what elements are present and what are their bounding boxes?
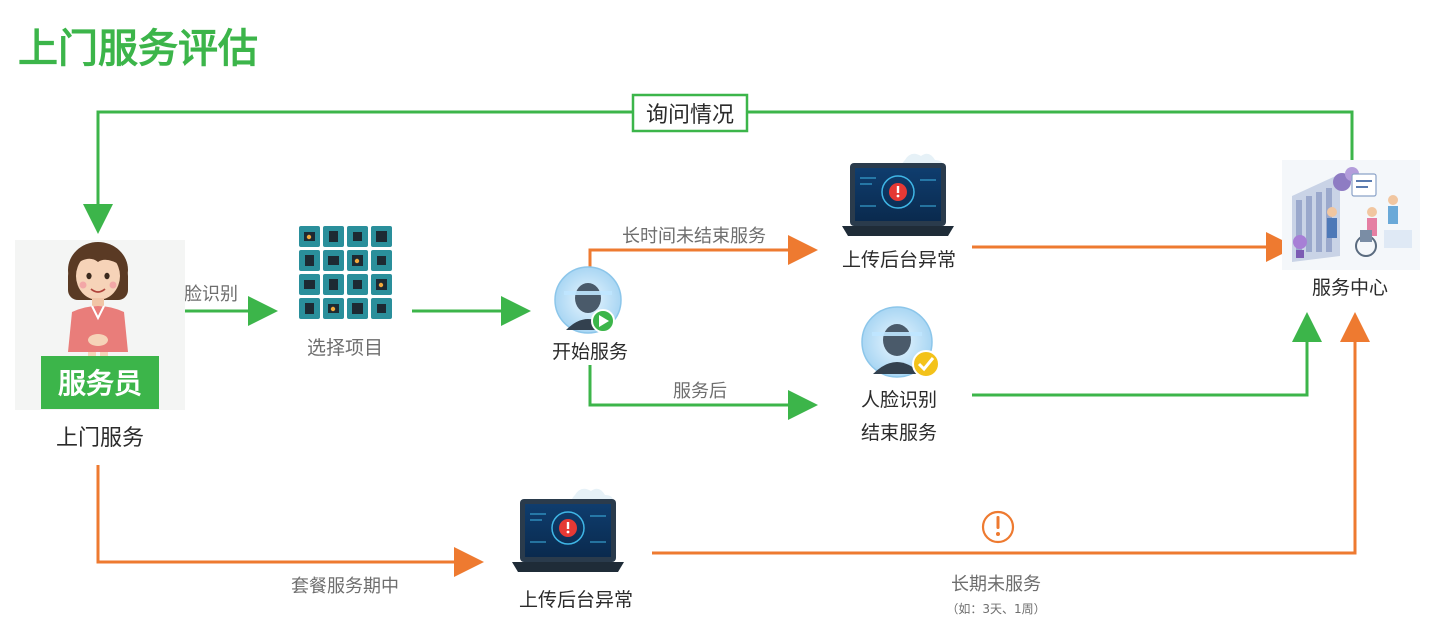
edge-long-time	[588, 235, 818, 270]
edge-after-service	[588, 365, 818, 420]
start-service-caption: 开始服务	[552, 341, 628, 363]
staff-caption: 上门服务	[56, 426, 144, 451]
laptop-alert-icon	[842, 153, 954, 236]
face-scan-play-icon	[554, 266, 622, 334]
node-upload-top: 上传后台异常	[842, 153, 956, 271]
node-service-center: 服务中心	[1282, 160, 1420, 299]
node-staff: 服务员 上门服务	[15, 240, 185, 451]
staff-badge	[41, 356, 159, 409]
service-center-illustration-icon	[1282, 160, 1420, 270]
edge-face-end-to-center	[972, 312, 1322, 397]
node-start-service: 开始服务	[552, 266, 628, 363]
warning-circle-icon	[981, 510, 1015, 544]
face-end-caption-line1: 人脸识别	[861, 389, 937, 411]
staff-badge-label: 服务员	[58, 367, 142, 400]
upload-bottom-caption: 上传后台异常	[519, 589, 633, 611]
face-scan-check-icon	[861, 306, 940, 378]
long-time-label: 长时间未结束服务	[622, 226, 766, 247]
inquiry-label: 询问情况	[646, 103, 734, 128]
package-period-label: 套餐服务期中	[291, 576, 399, 597]
laptop-alert-icon	[512, 488, 624, 572]
select-items-caption: 选择项目	[307, 337, 383, 359]
inquiry-label-box	[631, 93, 749, 133]
node-select-items: 选择项目	[297, 224, 394, 359]
service-items-grid-icon	[297, 224, 394, 321]
face-end-caption-line2: 结束服务	[861, 422, 937, 444]
long-no-service-label: 长期未服务	[951, 574, 1041, 595]
upload-top-caption: 上传后台异常	[842, 249, 956, 271]
edge-package-period	[96, 465, 484, 577]
after-service-label: 服务后	[673, 381, 727, 402]
edge-long-no-service	[652, 312, 1370, 555]
node-face-end: 人脸识别 结束服务	[861, 306, 940, 444]
long-no-service-note: （如：3天、1周）	[946, 601, 1045, 616]
woman-staff-icon	[68, 242, 128, 358]
page-title: 上门服务评估	[18, 26, 258, 72]
node-upload-bottom: 上传后台异常	[512, 488, 633, 611]
service-center-caption: 服务中心	[1312, 277, 1388, 299]
